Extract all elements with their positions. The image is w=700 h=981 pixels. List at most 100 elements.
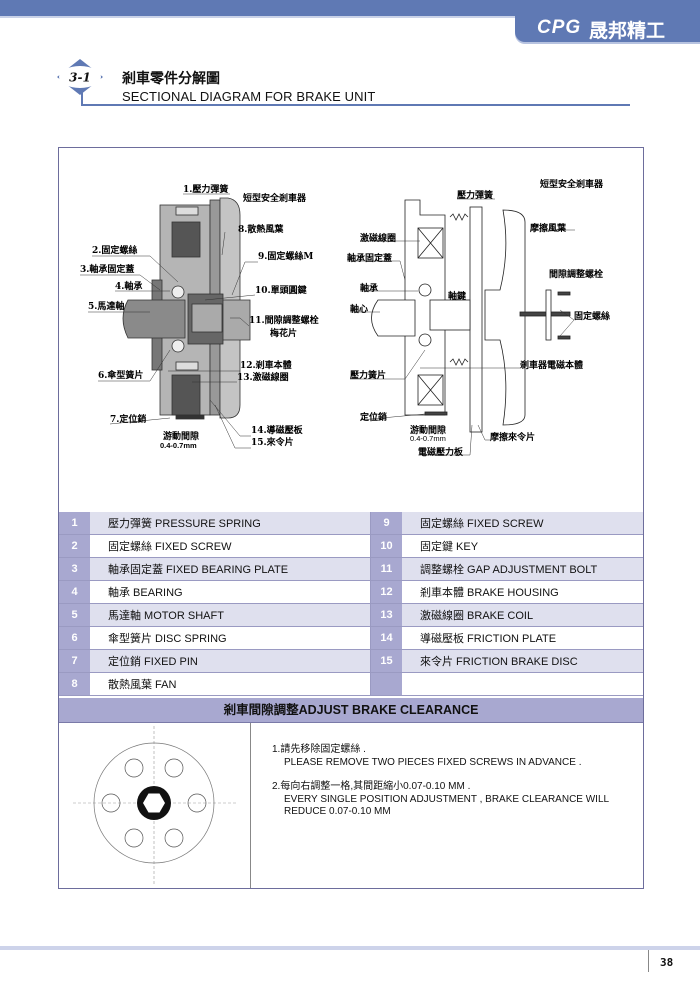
- part-number: 3: [59, 557, 90, 581]
- label-pressure-spring: 1.壓力彈簧: [183, 183, 228, 195]
- label-gap: 游動間隙: [410, 424, 446, 436]
- label-friction-plate: 14.導磁壓板: [251, 424, 304, 436]
- label-short-brake: 短型安全剎車器: [243, 192, 307, 204]
- label-fixed-screw: 2.固定螺絲: [92, 244, 137, 256]
- part-number: 4: [59, 580, 90, 604]
- instruction-cn: 2.每向右調整一格,其間距縮小0.07-0.10 MM .: [272, 781, 471, 792]
- section-underline: [82, 104, 630, 106]
- label-disc-spring: 6.傘型簧片: [98, 369, 143, 381]
- part-number: 9: [370, 512, 402, 535]
- clearance-heading: 剎車間隙調整ADJUST BRAKE CLEARANCE: [59, 698, 643, 723]
- label-pressure-spring: 壓力彈簧: [457, 189, 493, 201]
- label-gap: 游動間隙: [163, 430, 199, 442]
- part-name: [402, 672, 643, 696]
- part-number: 11: [370, 557, 402, 581]
- label-fan: 8.散熱風葉: [238, 223, 284, 235]
- section-divider: [81, 88, 83, 106]
- instruction-cn: 1.請先移除固定螺絲 .: [272, 744, 366, 755]
- content-frame: [58, 147, 644, 889]
- instruction-step: 1.請先移除固定螺絲 . PLEASE REMOVE TWO PIECES FI…: [272, 744, 612, 769]
- right-diagram-labels: 短型安全剎車器 壓力彈簧 摩擦風葉 激磁線圈 軸承固定蓋 間隙調整螺栓 軸承 軸…: [347, 178, 610, 458]
- instruction-step: 2.每向右調整一格,其間距縮小0.07-0.10 MM . EVERY SING…: [272, 781, 612, 819]
- part-name: 導磁壓板 FRICTION PLATE: [402, 626, 643, 650]
- part-number: 14: [370, 626, 402, 650]
- label-fixed-screw-m: 9.固定螺絲M: [258, 250, 313, 262]
- label-bearing: 4.軸承: [115, 280, 142, 292]
- sectional-diagrams: 1.壓力彈簧 短型安全剎車器 8.散熱風葉 2.固定螺絲 9.固定螺絲M 3.軸…: [80, 178, 610, 458]
- part-name: 剎車本體 BRAKE HOUSING: [402, 580, 643, 604]
- left-diagram-labels: 1.壓力彈簧 短型安全剎車器 8.散熱風葉 2.固定螺絲 9.固定螺絲M 3.軸…: [80, 183, 319, 450]
- label-pressure-plate: 電磁壓力板: [418, 446, 464, 458]
- part-name: 固定螺絲 FIXED SCREW: [402, 512, 643, 535]
- section-badge: 3-1: [57, 59, 103, 95]
- part-number: 8: [59, 672, 90, 696]
- label-bearing-plate: 3.軸承固定蓋: [80, 263, 134, 275]
- label-brake-coil: 激磁線圈: [360, 232, 396, 244]
- label-fixed-pin: 定位銷: [359, 411, 387, 423]
- right-leader-lines: [347, 198, 575, 456]
- part-number: 1: [59, 512, 90, 535]
- part-number: 2: [59, 534, 90, 558]
- instruction-en: EVERY SINGLE POSITION ADJUSTMENT , BRAKE…: [284, 793, 609, 818]
- section-number: 3-1: [69, 71, 91, 85]
- part-name: 軸承固定蓋 FIXED BEARING PLATE: [90, 557, 371, 581]
- label-friction-disc: 摩擦來令片: [490, 431, 535, 443]
- label-bearing-plate: 軸承固定蓋: [347, 252, 392, 264]
- footer-rule: [0, 946, 700, 950]
- part-number: 7: [59, 649, 90, 673]
- part-name: 激磁線圈 BRAKE COIL: [402, 603, 643, 627]
- part-number: 6: [59, 626, 90, 650]
- part-name: 壓力彈簧 PRESSURE SPRING: [90, 512, 371, 535]
- label-gap-range: 0.4-0.7mm: [410, 434, 446, 443]
- label-shaft-key: 軸鍵: [448, 290, 466, 302]
- part-name: 來令片 FRICTION BRAKE DISC: [402, 649, 643, 673]
- clearance-instructions: 1.請先移除固定螺絲 . PLEASE REMOVE TWO PIECES FI…: [272, 744, 612, 831]
- label-pressure-disc: 壓力簧片: [350, 369, 386, 381]
- label-key: 10.單頭圓鍵: [255, 284, 307, 296]
- label-brake-housing: 12.剎車本體: [240, 359, 292, 371]
- label-fixed-pin: 7.定位銷: [110, 413, 146, 425]
- label-gap-bolt: 11.間隙調整螺栓: [249, 314, 319, 326]
- label-shaft-core: 軸心: [350, 303, 368, 315]
- label-fixed-screw: 固定螺絲: [574, 310, 610, 322]
- label-gap-range: 0.4-0.7mm: [160, 441, 197, 450]
- logo-brand: CPG: [537, 17, 582, 38]
- logo-tab: [515, 14, 700, 42]
- part-number: 10: [370, 534, 402, 558]
- footer-divider: [648, 950, 649, 972]
- part-name: 調整螺栓 GAP ADJUSTMENT BOLT: [402, 557, 643, 581]
- part-name: 軸承 BEARING: [90, 580, 371, 604]
- label-gap-bolt: 間隙調整螺栓: [549, 268, 603, 280]
- adjustment-plate-diagram: [73, 723, 251, 888]
- part-name: 散熱風葉 FAN: [90, 672, 371, 696]
- part-number: 5: [59, 603, 90, 627]
- part-name: 固定螺絲 FIXED SCREW: [90, 534, 371, 558]
- logo-company-name: 晟邦精工: [589, 20, 666, 42]
- label-brake-body: 剎車器電磁本體: [519, 359, 583, 371]
- right-brake-diagram: [371, 199, 571, 433]
- part-name: 馬達軸 MOTOR SHAFT: [90, 603, 371, 627]
- label-plum-plate: 梅花片: [270, 327, 297, 339]
- label-brake-disc: 15.來令片: [251, 436, 294, 448]
- part-name: 傘型簧片 DISC SPRING: [90, 626, 371, 650]
- label-bearing: 軸承: [360, 282, 378, 294]
- top-banner: [0, 0, 700, 18]
- part-number: 15: [370, 649, 402, 673]
- label-friction-fan: 摩擦風葉: [530, 222, 567, 234]
- instruction-en: PLEASE REMOVE TWO PIECES FIXED SCREWS IN…: [284, 756, 582, 768]
- label-short-brake: 短型安全剎車器: [540, 178, 604, 190]
- part-number: 13: [370, 603, 402, 627]
- left-brake-diagram: [122, 197, 251, 420]
- label-motor-shaft: 5.馬達軸: [88, 300, 124, 312]
- part-number: [370, 672, 402, 696]
- left-leader-lines: [80, 193, 258, 449]
- section-title-cn: 剎車零件分解圖: [122, 71, 220, 87]
